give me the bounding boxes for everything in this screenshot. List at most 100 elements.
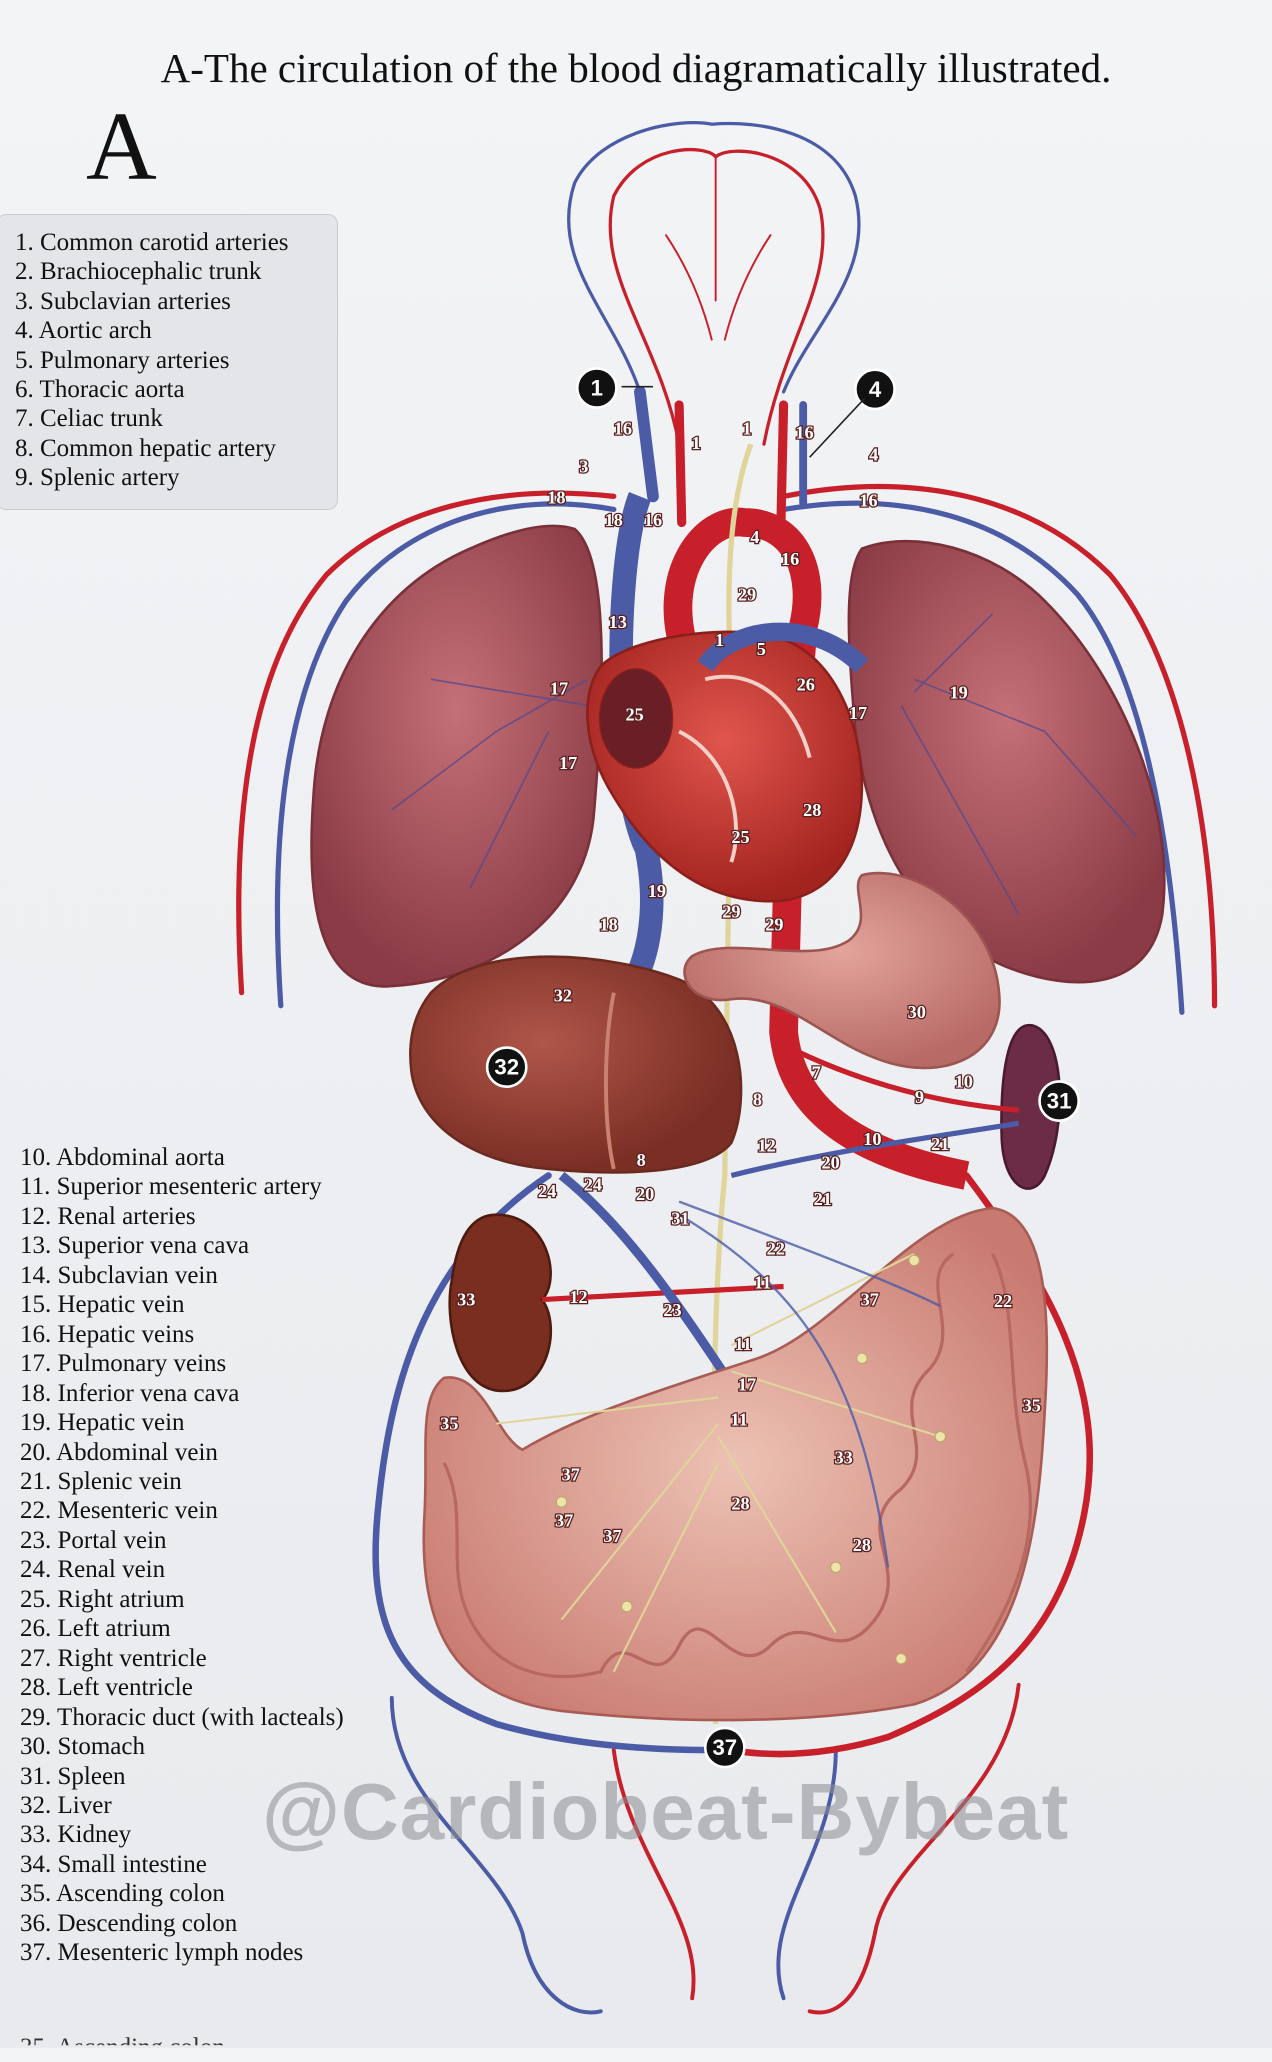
number-label: 13	[609, 612, 627, 632]
legend-item: 20. Abdominal vein	[20, 1438, 218, 1466]
number-label: 20	[636, 1184, 654, 1204]
number-label: 32	[554, 985, 572, 1005]
legend-item: 27. Right ventricle	[20, 1644, 207, 1672]
number-label: 8	[637, 1150, 646, 1170]
number-label: 1	[715, 630, 724, 650]
legend-item: 26. Left atrium	[20, 1615, 171, 1643]
legend-item: 3. Subclavian arteries	[15, 287, 231, 315]
legend-item: 23. Portal vein	[20, 1526, 167, 1554]
legend-item: 17. Pulmonary veins	[20, 1350, 227, 1378]
legend-item: 11. Superior mesenteric artery	[20, 1173, 322, 1201]
legend-item: 19. Hepatic vein	[20, 1409, 185, 1437]
label-circle	[703, 1726, 746, 1769]
legend-item: 37. Mesenteric lymph nodes	[20, 1939, 304, 1967]
circled-label: 1	[575, 367, 618, 409]
number-label: 18	[599, 915, 617, 935]
number-label: 24	[538, 1181, 556, 1201]
legend-item: 1. Common carotid arteries	[15, 229, 289, 256]
number-label: 35	[1023, 1395, 1041, 1415]
number-label: 23	[663, 1300, 681, 1320]
circled-label-text: 1	[591, 376, 603, 401]
circled-label-text: 31	[1047, 1089, 1072, 1114]
label-circle	[1038, 1080, 1081, 1122]
number-label: 5	[757, 639, 766, 659]
number-label: 29	[738, 584, 756, 604]
number-label: 25	[626, 704, 644, 724]
number-label: 26	[797, 674, 815, 694]
right-arm-vein	[780, 500, 1185, 1015]
legend-item: 33. Kidney	[20, 1821, 132, 1849]
legend-item: 14. Subclavian vein	[20, 1261, 218, 1289]
number-label: 11	[754, 1273, 771, 1293]
number-label: 28	[853, 1535, 871, 1555]
number-label: 17	[550, 678, 568, 698]
number-label: 21	[931, 1134, 949, 1154]
panel-letter: A	[86, 93, 157, 201]
number-label: 12	[757, 1135, 775, 1155]
number-label: 17	[559, 753, 577, 773]
number-label: 29	[722, 902, 740, 922]
left-arm-vein	[274, 501, 617, 1009]
iliac-artery	[728, 1172, 1094, 1758]
number-label: 37	[555, 1510, 573, 1530]
iliac-vein	[372, 1172, 735, 1754]
number-label: 28	[731, 1493, 749, 1513]
number-label: 16	[644, 510, 662, 530]
number-label: 17	[849, 703, 867, 723]
number-label: 8	[753, 1090, 762, 1110]
number-label: 37	[861, 1290, 879, 1310]
circled-label-text: 32	[494, 1055, 519, 1080]
legend-item: 12. Renal arteries	[20, 1202, 196, 1230]
legend-item: 24. Renal vein	[20, 1556, 166, 1584]
number-label: 28	[803, 800, 821, 820]
aorta	[663, 507, 970, 1190]
legend-item: 21. Splenic vein	[20, 1467, 182, 1495]
legend-item: 35. Ascending colon	[20, 1880, 225, 1908]
label-circle	[485, 1046, 528, 1088]
number-label: 35	[440, 1414, 458, 1434]
number-label: 30	[908, 1002, 926, 1022]
legend-item: 15. Hepatic vein	[20, 1291, 185, 1319]
circled-label: 31	[1038, 1080, 1081, 1122]
number-label: 33	[835, 1448, 853, 1468]
number-label: 21	[814, 1189, 832, 1209]
number-label: 1	[742, 418, 751, 438]
legend-item: 8. Common hepatic artery	[15, 434, 277, 462]
number-label: 16	[795, 422, 813, 442]
legend-item: 22. Mesenteric vein	[20, 1497, 218, 1525]
legend-item: 25. Right atrium	[20, 1585, 185, 1613]
number-label: 16	[614, 418, 632, 438]
legend-item: 13. Superior vena cava	[20, 1232, 250, 1260]
number-label: 33	[457, 1290, 475, 1310]
number-label: 37	[603, 1526, 621, 1546]
number-label: 4	[750, 527, 759, 547]
number-label: 19	[949, 682, 967, 702]
number-label: 10	[955, 1071, 973, 1091]
number-label: 4	[869, 445, 878, 465]
number-label: 11	[731, 1410, 748, 1430]
number-label: 12	[569, 1287, 587, 1307]
circled-label: 32	[485, 1046, 528, 1088]
number-label: 37	[562, 1465, 580, 1485]
number-label: 18	[547, 488, 565, 508]
number-label: 10	[863, 1129, 881, 1149]
legend-item: 7. Celiac trunk	[15, 405, 163, 433]
legend-item: 28. Left ventricle	[20, 1674, 193, 1702]
legend-item: 9. Splenic artery	[15, 464, 180, 492]
number-label: 29	[765, 915, 783, 935]
number-label: 24	[584, 1175, 602, 1195]
legend-item: 34. Small intestine	[20, 1850, 207, 1878]
number-label: 25	[731, 827, 749, 847]
number-label: 20	[821, 1152, 839, 1172]
circled-label: 4	[854, 368, 896, 411]
number-label: 16	[859, 490, 877, 510]
number-label: 7	[812, 1062, 821, 1082]
label-circle	[575, 367, 618, 409]
number-label: 22	[767, 1239, 785, 1259]
leader-line	[809, 397, 866, 458]
legend-item: 18. Inferior vena cava	[20, 1379, 240, 1407]
number-label: 9	[915, 1087, 924, 1107]
